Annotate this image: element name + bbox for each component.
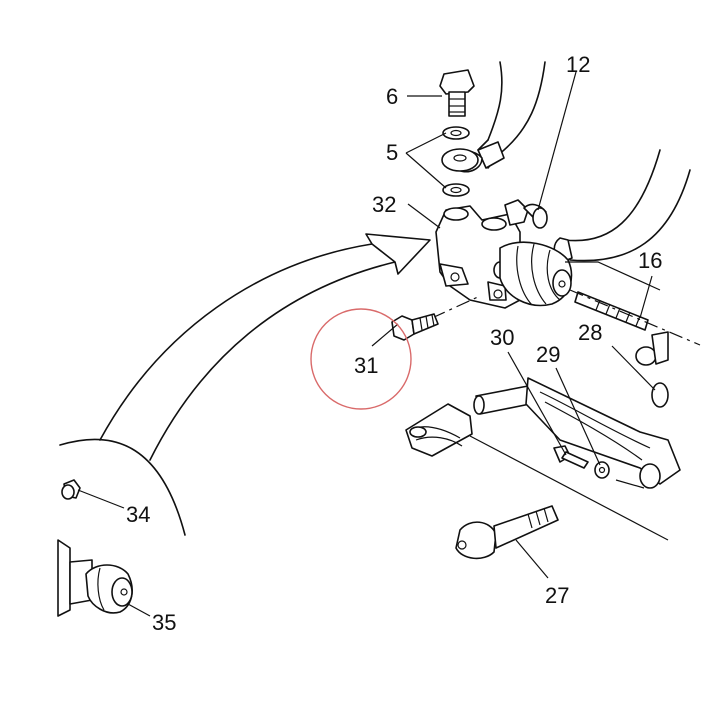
banjo-fitting — [441, 148, 479, 172]
callout-12: 12 — [566, 52, 590, 77]
banjo-bolt — [439, 69, 475, 117]
pedal-stop-bolt — [553, 445, 589, 469]
callout-32: 32 — [372, 192, 396, 217]
curved-arrow — [59, 233, 431, 536]
mounting-bolt — [391, 313, 439, 341]
master-cylinder — [435, 199, 573, 309]
pivot-bolt — [455, 505, 559, 560]
pedal-assembly — [405, 377, 681, 489]
reservoir-cap — [61, 479, 81, 500]
push-rod — [574, 291, 649, 331]
callout-5: 5 — [386, 140, 398, 165]
reservoir — [57, 539, 133, 617]
callout-31: 31 — [354, 353, 378, 378]
callout-34: 34 — [126, 502, 150, 527]
clevis-parts — [635, 331, 669, 408]
callout-16: 16 — [638, 248, 662, 273]
highlight-circle — [310, 308, 412, 410]
callout-6: 6 — [386, 84, 398, 109]
sealing-washers — [442, 126, 470, 197]
callout-labels: 6 5 12 32 16 28 30 29 31 34 35 27 — [126, 52, 662, 635]
callout-28: 28 — [578, 320, 602, 345]
callout-35: 35 — [152, 610, 176, 635]
callout-30: 30 — [490, 325, 514, 350]
leader-lines — [77, 71, 656, 617]
pedal-nut — [594, 461, 610, 479]
callout-27: 27 — [545, 583, 569, 608]
callout-29: 29 — [536, 342, 560, 367]
